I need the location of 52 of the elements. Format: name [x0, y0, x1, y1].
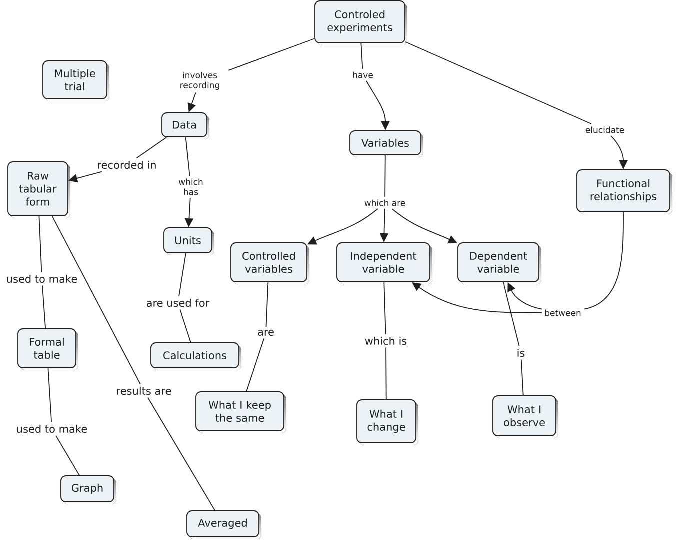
connector-line — [503, 282, 520, 347]
linking-phrase: are — [258, 330, 274, 336]
connector-line — [42, 285, 46, 329]
concept-box: What I change — [356, 400, 418, 446]
concept-box: Calculations — [150, 342, 242, 370]
connector-line — [584, 212, 624, 310]
connector-line — [56, 435, 80, 476]
connector-line — [185, 137, 190, 176]
concept-box: Controlled variables — [230, 242, 310, 284]
concept-box: Units — [164, 228, 214, 256]
concept-box: Data — [162, 112, 210, 140]
connector-line — [136, 137, 168, 159]
connector-line — [38, 216, 42, 273]
linking-phrase: elucidate — [586, 126, 624, 134]
linking-phrase: between — [545, 310, 581, 316]
concept-box: Averaged — [186, 510, 262, 540]
linking-phrase: which is — [365, 336, 407, 346]
concept-box: What I observe — [492, 396, 558, 438]
concept-box: Raw tabular form — [8, 162, 70, 218]
linking-phrase: are used for — [146, 298, 210, 308]
connector-line — [384, 155, 386, 198]
concept-box: Independent variable — [336, 242, 432, 284]
concept-box: Functional relationships — [576, 170, 672, 214]
linking-phrase: used to make — [7, 274, 78, 284]
connector-line — [246, 338, 265, 392]
concept-box: What I keep the same — [196, 392, 286, 434]
linking-phrase: involves recording — [180, 72, 220, 90]
linking-phrase: which are — [364, 200, 406, 206]
concept-box: Dependent variable — [458, 242, 542, 284]
connector-line — [266, 282, 269, 328]
linking-phrase: results are — [117, 386, 172, 396]
connector-line — [386, 347, 387, 400]
concept-box: Variables — [350, 130, 424, 158]
linking-phrase: used to make — [17, 424, 88, 434]
connector-line — [384, 282, 386, 335]
connector-line — [178, 253, 186, 297]
concept-box: Multiple trial — [42, 60, 110, 102]
concept-box: Graph — [60, 476, 116, 504]
linking-phrase: is — [518, 348, 525, 358]
linking-phrase: recorded in — [98, 160, 156, 170]
linking-phrase: which has — [178, 178, 203, 196]
linking-phrase: have — [353, 72, 373, 78]
concept-box: Formal table — [18, 328, 78, 370]
connector-line — [48, 368, 52, 423]
connector-line — [148, 397, 216, 511]
connector-line — [360, 43, 364, 70]
connector-line — [52, 216, 141, 385]
connector-line — [228, 38, 315, 71]
connector-line — [405, 42, 592, 124]
concept-box: Controled experiments — [314, 0, 408, 46]
connector-line — [180, 309, 192, 343]
connector-line — [520, 359, 524, 396]
